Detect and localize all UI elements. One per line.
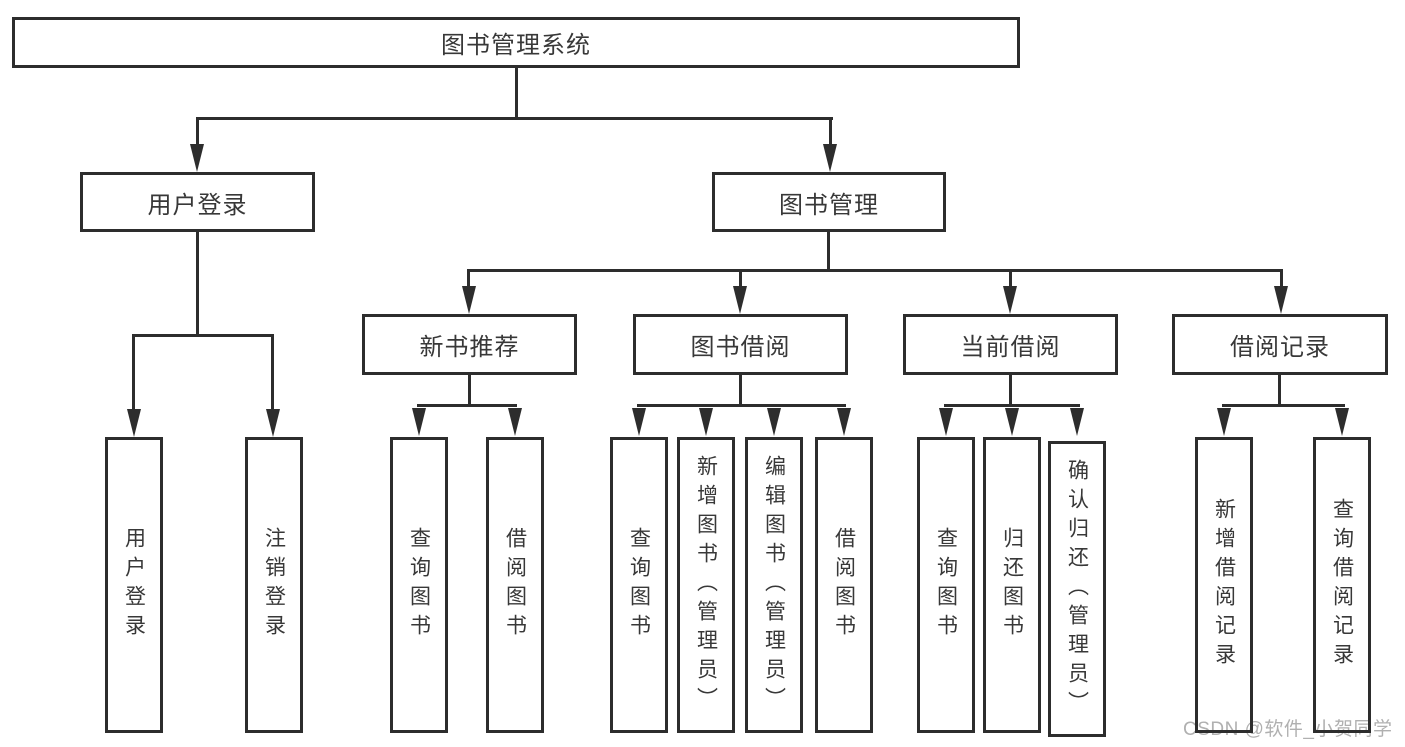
arrow-down-icon (733, 286, 747, 314)
leaf-record-query-label: 查询借阅记录 (1330, 498, 1354, 672)
arrow-down-icon (632, 408, 646, 436)
arrow-down-icon (190, 144, 204, 172)
leaf-current-return-book-label: 归还图书 (1000, 527, 1024, 643)
leaf-current-confirm-return-label: 确认归还（管理员） (1065, 458, 1089, 720)
edge-book-mgmt-drop-4 (1280, 269, 1283, 290)
leaf-current-query-book-label: 查询图书 (934, 527, 958, 643)
node-library-system-label: 图书管理系统 (441, 32, 591, 59)
leaf-user-login: 用户登录 (105, 437, 163, 733)
edge-user-login-drop-1 (132, 334, 135, 410)
arrow-down-icon (823, 144, 837, 172)
edge-user-login-bar (132, 334, 274, 337)
edge-root-stub (515, 68, 518, 120)
leaf-recommend-borrow-book: 借阅图书 (486, 437, 544, 733)
edge-recommend-stub (468, 375, 471, 406)
leaf-user-login-label: 用户登录 (122, 527, 146, 643)
leaf-record-query: 查询借阅记录 (1313, 437, 1371, 733)
leaf-borrow-query-book-label: 查询图书 (627, 527, 651, 643)
node-book-management-label: 图书管理 (779, 191, 879, 219)
leaf-current-confirm-return: 确认归还（管理员） (1048, 441, 1106, 737)
edge-book-mgmt-drop-1 (467, 269, 470, 290)
leaf-recommend-borrow-book-label: 借阅图书 (503, 527, 527, 643)
arrow-down-icon (462, 286, 476, 314)
arrow-down-icon (837, 408, 851, 436)
leaf-logout-label: 注销登录 (262, 527, 286, 643)
edge-borrow-stub (739, 375, 742, 406)
leaf-borrow-add-book-label: 新增图书（管理员） (694, 454, 718, 716)
arrow-down-icon (1003, 286, 1017, 314)
node-borrow-record-label: 借阅记录 (1230, 334, 1330, 361)
edge-book-mgmt-drop-3 (1009, 269, 1012, 290)
leaf-record-add-label: 新增借阅记录 (1212, 498, 1236, 672)
arrow-down-icon (767, 408, 781, 436)
leaf-recommend-query-book: 查询图书 (390, 437, 448, 733)
arrow-down-icon (1335, 408, 1349, 436)
node-book-borrow-label: 图书借阅 (690, 334, 791, 361)
edge-root-drop-right (829, 117, 832, 149)
edge-user-login-stub (196, 232, 199, 336)
node-book-borrow: 图书借阅 (633, 314, 848, 375)
edge-book-mgmt-bar (467, 269, 1283, 272)
edge-book-mgmt-stub (827, 232, 830, 272)
edge-root-drop-left (196, 117, 199, 149)
csdn-watermark: CSDN @软件_小贺同学 (1183, 719, 1393, 740)
node-book-management: 图书管理 (712, 172, 946, 232)
node-new-book-recommend: 新书推荐 (362, 314, 577, 375)
edge-recommend-bar (417, 404, 517, 407)
leaf-borrow-query-book: 查询图书 (610, 437, 668, 733)
leaf-current-query-book: 查询图书 (917, 437, 975, 733)
arrow-down-icon (266, 409, 280, 437)
node-current-borrow: 当前借阅 (903, 314, 1118, 375)
arrow-down-icon (1274, 286, 1288, 314)
edge-book-mgmt-drop-2 (739, 269, 742, 290)
leaf-borrow-borrow-book-label: 借阅图书 (832, 527, 856, 643)
arrow-down-icon (939, 408, 953, 436)
node-new-book-recommend-label: 新书推荐 (419, 334, 520, 361)
edge-current-bar (944, 404, 1080, 407)
leaf-borrow-borrow-book: 借阅图书 (815, 437, 873, 733)
leaf-logout: 注销登录 (245, 437, 303, 733)
node-user-login: 用户登录 (80, 172, 315, 232)
node-library-system: 图书管理系统 (12, 17, 1020, 68)
leaf-borrow-edit-book: 编辑图书（管理员） (745, 437, 803, 733)
edge-root-bar (196, 117, 833, 120)
arrow-down-icon (1070, 408, 1084, 436)
node-borrow-record: 借阅记录 (1172, 314, 1388, 375)
arrow-down-icon (699, 408, 713, 436)
edge-borrow-bar (637, 404, 846, 407)
arrow-down-icon (1005, 408, 1019, 436)
node-current-borrow-label: 当前借阅 (960, 334, 1061, 361)
arrow-down-icon (1217, 408, 1231, 436)
node-user-login-label: 用户登录 (147, 191, 248, 219)
edge-record-bar (1222, 404, 1345, 407)
edge-current-stub (1009, 375, 1012, 406)
edge-record-stub (1278, 375, 1281, 406)
arrow-down-icon (508, 408, 522, 436)
leaf-borrow-edit-book-label: 编辑图书（管理员） (762, 454, 786, 716)
leaf-recommend-query-book-label: 查询图书 (407, 527, 431, 643)
arrow-down-icon (127, 409, 141, 437)
edge-user-login-drop-2 (271, 334, 274, 410)
leaf-current-return-book: 归还图书 (983, 437, 1041, 733)
leaf-record-add: 新增借阅记录 (1195, 437, 1253, 733)
arrow-down-icon (412, 408, 426, 436)
leaf-borrow-add-book: 新增图书（管理员） (677, 437, 735, 733)
